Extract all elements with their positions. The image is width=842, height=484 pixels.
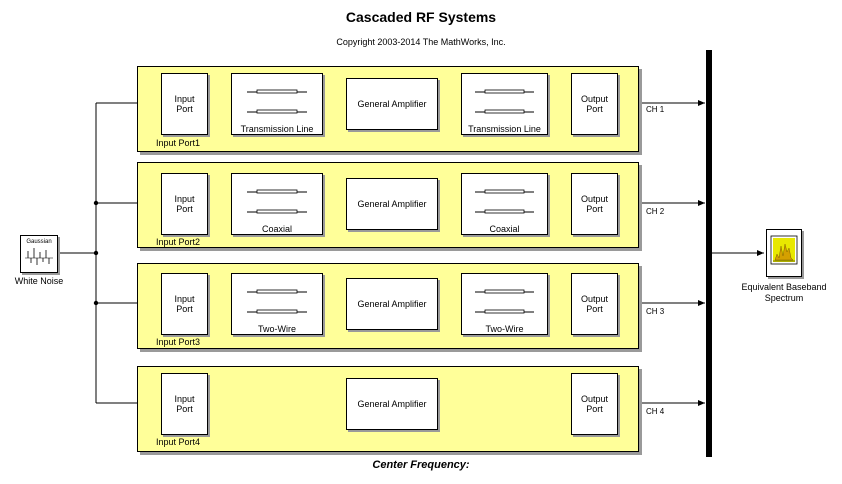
- general-amplifier-block[interactable]: General Amplifier: [346, 278, 438, 330]
- spectrum-scope-label: Equivalent Baseband Spectrum: [728, 282, 840, 304]
- spectrum-icon: [770, 235, 798, 265]
- noise-type-label: Gaussian: [26, 239, 52, 245]
- mux-bar[interactable]: [706, 50, 712, 457]
- general-amplifier-block[interactable]: General Amplifier: [346, 378, 438, 430]
- line-icon: [247, 289, 307, 314]
- general-amplifier-block[interactable]: General Amplifier: [346, 178, 438, 230]
- white-noise-block[interactable]: Gaussian: [20, 235, 58, 273]
- two-wire-block[interactable]: Two-Wire: [461, 273, 548, 335]
- channel-label: CH 1: [646, 105, 665, 114]
- spectrum-scope-block[interactable]: [766, 229, 802, 277]
- scope-label-line2: Spectrum: [764, 293, 804, 303]
- input-port-block[interactable]: Input Port: [161, 373, 208, 435]
- line-icon: [475, 189, 534, 214]
- white-noise-label: White Noise: [14, 276, 64, 286]
- right-line-label: Transmission Line: [468, 124, 541, 134]
- noise-icon: [25, 248, 53, 265]
- coaxial-block[interactable]: Coaxial: [231, 173, 323, 235]
- line-icon: [247, 89, 307, 114]
- input-port-label: Input Port2: [156, 237, 201, 247]
- input-port-label: Input Port3: [156, 337, 201, 347]
- input-port-block[interactable]: Input Port: [161, 73, 208, 135]
- line-icon: [247, 189, 307, 214]
- channel-label: CH 2: [646, 207, 665, 216]
- right-line-label: Coaxial: [489, 224, 520, 234]
- scope-label-line1: Equivalent Baseband: [741, 282, 827, 292]
- two-wire-block[interactable]: Two-Wire: [231, 273, 323, 335]
- line-icon: [475, 89, 534, 114]
- input-port-block[interactable]: Input Port: [161, 173, 208, 235]
- left-line-label: Coaxial: [261, 224, 292, 234]
- channel-label: CH 3: [646, 307, 665, 316]
- left-line-label: Two-Wire: [258, 324, 296, 334]
- input-port-block[interactable]: Input Port: [161, 273, 208, 335]
- line-icon: [475, 289, 534, 314]
- output-port-block[interactable]: Output Port: [571, 73, 618, 135]
- diagram-title: Cascaded RF Systems: [345, 9, 497, 25]
- output-port-block[interactable]: Output Port: [571, 273, 618, 335]
- channel-label: CH 4: [646, 407, 665, 416]
- output-port-block[interactable]: Output Port: [571, 373, 618, 435]
- transmission-line-block[interactable]: Transmission Line: [461, 73, 548, 135]
- output-port-block[interactable]: Output Port: [571, 173, 618, 235]
- transmission-line-block[interactable]: Transmission Line: [231, 73, 323, 135]
- right-line-label: Two-Wire: [485, 324, 524, 334]
- left-line-label: Transmission Line: [240, 124, 314, 134]
- center-frequency-label: Center Frequency:: [372, 459, 470, 471]
- coaxial-block[interactable]: Coaxial: [461, 173, 548, 235]
- general-amplifier-block[interactable]: General Amplifier: [346, 78, 438, 130]
- input-port-label: Input Port1: [156, 138, 201, 148]
- input-port-label: Input Port4: [156, 437, 201, 447]
- copyright-text: Copyright 2003-2014 The MathWorks, Inc.: [336, 37, 506, 47]
